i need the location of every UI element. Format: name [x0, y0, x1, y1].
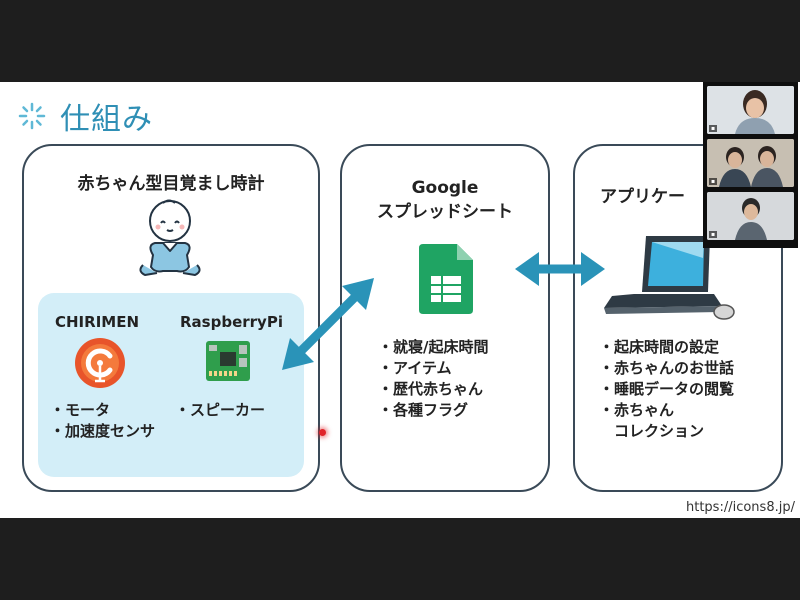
sheets-item: ・就寝/起床時間	[378, 338, 489, 356]
laptop-icon	[604, 236, 735, 320]
google-sheets-title: Google スプレッドシート	[340, 176, 550, 224]
app-item: ・起床時間の設定	[599, 338, 720, 356]
application-box	[573, 144, 783, 492]
presentation-slide: 仕組み 赤ちゃん型目覚まし時計 CHIRIMEN ・モータ ・加速度センサ	[0, 82, 800, 518]
app-list: ・起床時間の設定 ・赤ちゃんのお世話 ・睡眠データの閲覧 ・赤ちゃん コレクショ…	[599, 337, 734, 442]
raspberrypi-label: RaspberryPi	[180, 313, 283, 331]
horizontal-arrow-icon	[515, 252, 605, 286]
participant-name-tag: ▪	[709, 125, 718, 132]
google-sheets-title-line1: Google	[411, 178, 479, 198]
google-sheets-icon	[419, 244, 473, 314]
participant-name-tag: ▪	[709, 231, 718, 238]
app-item: ・赤ちゃん	[599, 401, 675, 419]
sheets-item: ・アイテム	[378, 359, 452, 377]
google-sheets-box	[340, 144, 550, 492]
chirimen-label: CHIRIMEN	[55, 313, 140, 331]
application-title: アプリケー	[600, 187, 685, 207]
raspberrypi-item: ・スピーカー	[175, 401, 266, 419]
video-tile[interactable]: ▪	[707, 192, 794, 240]
app-item: ・睡眠データの閲覧	[599, 380, 735, 398]
slide-title-row: 仕組み	[18, 94, 153, 138]
video-participants-panel[interactable]: ▪ ▪ ▪	[703, 82, 798, 248]
sheets-list: ・就寝/起床時間 ・アイテム ・歴代赤ちゃん ・各種フラグ	[378, 337, 488, 421]
slide-title: 仕組み	[60, 102, 153, 137]
participant-name-tag: ▪	[709, 178, 718, 185]
participant-avatar	[707, 139, 794, 187]
bidirectional-arrow-icon	[282, 278, 374, 370]
circuit-board-icon	[206, 341, 250, 381]
chirimen-item: ・加速度センサ	[50, 422, 156, 440]
icons-credit: https://icons8.jp/	[686, 500, 795, 515]
sparkle-icon	[18, 102, 46, 130]
laser-pointer	[319, 429, 326, 436]
app-item: コレクション	[599, 422, 705, 440]
video-tile[interactable]: ▪	[707, 86, 794, 134]
baby-icon	[139, 199, 201, 276]
google-sheets-title-line2: スプレッドシート	[377, 202, 513, 222]
chirimen-list: ・モータ ・加速度センサ	[50, 400, 155, 442]
participant-avatar	[707, 86, 794, 134]
raspberrypi-list: ・スピーカー	[175, 400, 265, 421]
video-tile[interactable]: ▪	[707, 139, 794, 187]
chirimen-logo-icon	[75, 338, 125, 388]
chirimen-item: ・モータ	[50, 401, 111, 419]
app-item: ・赤ちゃんのお世話	[599, 359, 735, 377]
sheets-item: ・歴代赤ちゃん	[378, 380, 484, 398]
hardware-panel	[38, 293, 304, 477]
alarm-clock-title: 赤ちゃん型目覚まし時計	[77, 174, 265, 194]
sheets-item: ・各種フラグ	[378, 401, 469, 419]
participant-avatar	[707, 192, 794, 240]
